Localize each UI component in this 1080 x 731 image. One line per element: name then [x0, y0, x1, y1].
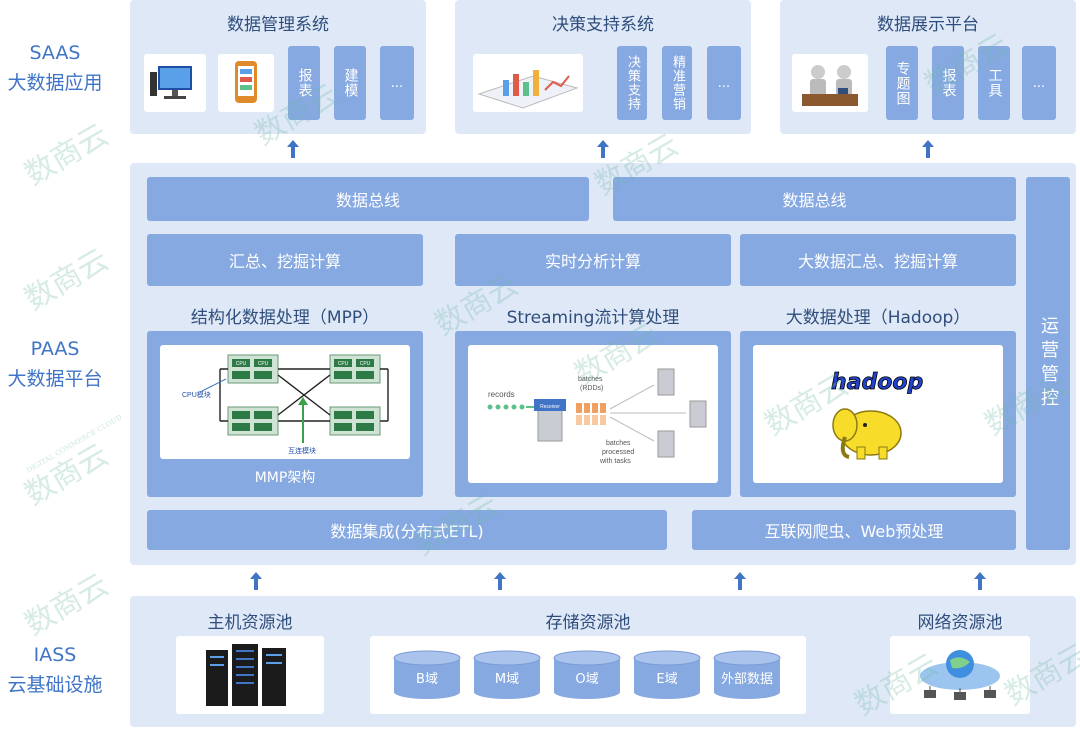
mpp-architecture-diagram: CPU CPU CPU CPU CPU模块 互连模块	[160, 345, 410, 459]
up-arrow-icon	[494, 572, 506, 590]
database-label: 外部数据	[720, 672, 773, 687]
batches-top-label-2: (RDDs)	[580, 385, 603, 392]
network-cloud-icon	[890, 636, 1030, 714]
layer-label-line: PAAS	[30, 338, 80, 360]
streaming-box: records Receiver batches (RDDs) batches …	[455, 331, 731, 497]
data-bus-right: 数据总线	[613, 177, 1016, 221]
desktop-computer-icon	[144, 54, 206, 112]
mobile-phone-icon	[218, 54, 274, 112]
watermark: 数商云	[19, 567, 115, 643]
watermark: 数商云	[19, 117, 115, 193]
modeling-button[interactable]: 建模	[334, 46, 366, 120]
up-arrow-icon	[922, 140, 934, 158]
up-arrow-icon	[287, 140, 299, 158]
report-button[interactable]: 报表	[288, 46, 320, 120]
report-button[interactable]: 报表	[932, 46, 964, 120]
database-label: O域	[575, 672, 599, 687]
batches-bottom-label-3: with tasks	[599, 458, 631, 465]
storage-pool-title: 存储资源池	[545, 613, 631, 633]
hadoop-box: hadoop	[740, 331, 1016, 497]
server-rack-icon	[176, 636, 324, 714]
batches-top-label: batches	[578, 376, 603, 383]
meeting-people-icon	[792, 54, 868, 112]
cpu-module-label: CPU模块	[182, 390, 211, 399]
hadoop-title: 大数据处理（Hadoop）	[785, 308, 971, 328]
network-pool-title: 网络资源池	[917, 613, 1003, 633]
web-crawler-preprocess: 互联网爬虫、Web预处理	[692, 510, 1016, 550]
database-label: B域	[416, 672, 438, 687]
database-e-domain: E域	[632, 650, 702, 700]
batches-bottom-label: batches	[606, 440, 631, 447]
mpp-box: CPU CPU CPU CPU CPU模块 互连模块 MMP架构	[147, 331, 423, 497]
decision-support-button[interactable]: 决策支持	[617, 46, 647, 120]
layer-label-line: 大数据应用	[7, 72, 103, 94]
records-label: records	[488, 390, 515, 399]
host-pool-title: 主机资源池	[207, 613, 293, 633]
data-integration-etl: 数据集成(分布式ETL)	[147, 510, 667, 550]
database-label: M域	[494, 672, 520, 687]
cpu-label: CPU	[338, 361, 349, 367]
cpu-label: CPU	[258, 361, 269, 367]
database-label: E域	[656, 672, 678, 687]
more-button[interactable]: ...	[380, 46, 414, 120]
compute-summary-mining: 汇总、挖掘计算	[147, 234, 423, 286]
layer-label-paas: PAAS 大数据平台	[0, 334, 110, 394]
up-arrow-icon	[974, 572, 986, 590]
panel-decision-support: 决策支持系统 决策支持 精准营销 ...	[455, 0, 751, 134]
up-arrow-icon	[250, 572, 262, 590]
storage-pool-box: B域 M域 O域 E域 外部数据	[370, 636, 806, 714]
panel-title: 数据展示平台	[877, 15, 979, 35]
layer-label-line: SAAS	[29, 42, 81, 64]
layer-label-line: IASS	[33, 644, 77, 666]
watermark: 数商云	[19, 437, 115, 513]
compute-realtime-analysis: 实时分析计算	[455, 234, 731, 286]
layer-label-iaas: IASS 云基础设施	[0, 640, 110, 700]
database-o-domain: O域	[552, 650, 622, 700]
streaming-title: Streaming流计算处理	[506, 308, 680, 328]
mpp-title: 结构化数据处理（MPP）	[190, 308, 380, 328]
layer-label-line: 大数据平台	[7, 368, 103, 390]
receiver-label: Receiver	[540, 404, 560, 410]
interconnect-label: 互连模块	[288, 446, 316, 455]
mpp-caption: MMP架构	[254, 470, 316, 486]
hadoop-logo: hadoop	[753, 345, 1003, 483]
layer-label-line: 云基础设施	[7, 674, 103, 696]
up-arrow-icon	[734, 572, 746, 590]
tools-button[interactable]: 工具	[978, 46, 1010, 120]
batches-bottom-label-2: processed	[602, 449, 634, 456]
watermark: 数商云	[19, 242, 115, 318]
panel-title: 数据管理系统	[227, 15, 329, 35]
thematic-map-button[interactable]: 专题图	[886, 46, 918, 120]
data-bus-left: 数据总线	[147, 177, 589, 221]
operations-control: 运营管控	[1026, 177, 1070, 550]
database-external-data: 外部数据	[712, 650, 782, 700]
panel-title: 决策支持系统	[552, 15, 654, 35]
precision-marketing-button[interactable]: 精准营销	[662, 46, 692, 120]
database-m-domain: M域	[472, 650, 542, 700]
panel-data-display: 数据展示平台 专题图 报表 工具 ...	[780, 0, 1076, 134]
cpu-label: CPU	[236, 361, 247, 367]
more-button[interactable]: ...	[1022, 46, 1056, 120]
cpu-label: CPU	[360, 361, 371, 367]
panel-data-management: 数据管理系统 报表 建模 ...	[130, 0, 426, 134]
layer-label-saas: SAAS 大数据应用	[0, 38, 110, 98]
compute-bigdata-summary: 大数据汇总、挖掘计算	[740, 234, 1016, 286]
hadoop-logo-text: hadoop	[831, 370, 923, 395]
analytics-chart-icon	[473, 54, 583, 112]
watermark-subtitle: DIGITAL COMMERCE CLOUD	[25, 413, 124, 475]
up-arrow-icon	[597, 140, 609, 158]
streaming-diagram: records Receiver batches (RDDs) batches …	[468, 345, 718, 483]
more-button[interactable]: ...	[707, 46, 741, 120]
database-b-domain: B域	[392, 650, 462, 700]
